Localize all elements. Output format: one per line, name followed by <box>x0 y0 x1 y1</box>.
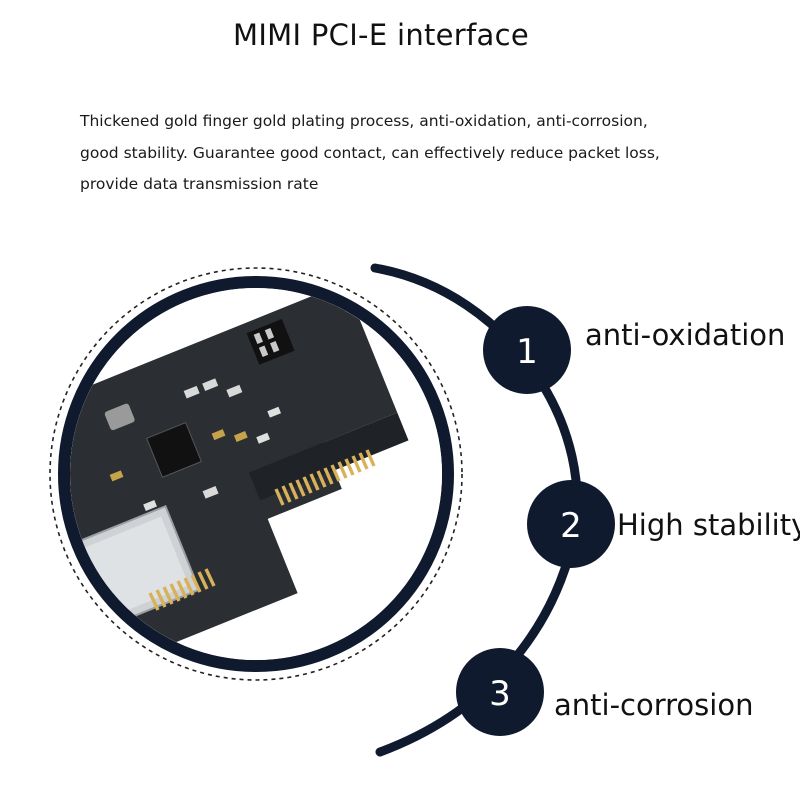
gold-finger-stripes-right <box>274 449 376 506</box>
badge-1-number: 1 <box>516 332 538 372</box>
page-title: MIMI PCI-E interface <box>233 18 529 52</box>
feature-label-1: anti-oxidation <box>585 318 786 352</box>
badge-2: 2 <box>527 480 615 568</box>
badge-3-number: 3 <box>489 674 511 714</box>
gold-fingers <box>248 412 409 501</box>
badge-3: 3 <box>456 648 544 736</box>
description-line-3: provide data transmission rate <box>80 175 319 193</box>
description-line-1: Thickened gold finger gold plating proce… <box>80 112 648 130</box>
pcb-board <box>70 288 409 660</box>
chip <box>146 421 203 478</box>
description: Thickened gold finger gold plating proce… <box>80 106 760 201</box>
dashed-ring <box>49 267 463 681</box>
description-line-2: good stability. Guarantee good contact, … <box>80 143 660 162</box>
badge-1: 1 <box>483 306 571 394</box>
badge-2-number: 2 <box>560 506 582 546</box>
feature-label-3: anti-corrosion <box>554 688 754 722</box>
gold-finger-stripes-left <box>148 568 216 611</box>
feature-label-2: High stability <box>617 508 800 542</box>
product-photo <box>70 288 442 660</box>
